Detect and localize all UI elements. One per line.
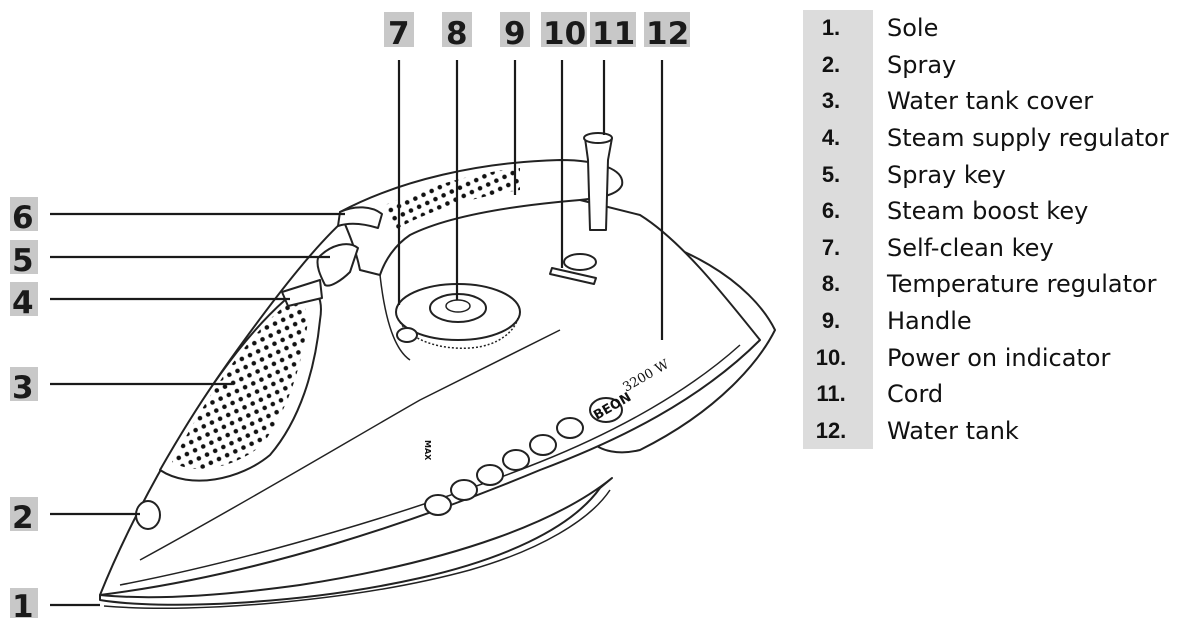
legend-number: 11.	[803, 375, 873, 413]
legend-item: 2. Spray	[803, 46, 1169, 84]
iron-illustration: BEON 3200 W MAX	[99, 132, 776, 609]
sole-plate	[99, 477, 613, 606]
control-buttons	[424, 417, 584, 516]
legend-label: Temperature regulator	[887, 270, 1157, 299]
legend-number: 8.	[803, 266, 873, 303]
legend-number: 1.	[803, 10, 873, 47]
legend-label: Water tank cover	[887, 87, 1094, 116]
callout-8: 8	[446, 16, 468, 52]
spray-key	[316, 243, 359, 287]
power-indicator	[549, 267, 597, 285]
legend-label: Water tank	[887, 416, 1019, 445]
callout-11: 11	[592, 16, 635, 52]
callout-5: 5	[12, 243, 34, 279]
legend-label: Steam supply regulator	[887, 124, 1169, 153]
callout-12: 12	[646, 16, 689, 52]
self-clean-button	[396, 327, 418, 343]
legend-number: 6.	[803, 192, 873, 230]
legend-number: 9.	[803, 302, 873, 340]
legend-item: 12. Water tank	[803, 412, 1169, 450]
left-callouts: 6 5 4 3 2 1	[10, 197, 345, 618]
callout-9: 9	[504, 16, 526, 52]
callout-7: 7	[388, 16, 410, 52]
legend-number: 4.	[803, 119, 873, 157]
callout-10: 10	[543, 16, 586, 52]
brand-logo	[589, 397, 623, 423]
legend-item: 7. Self-clean key	[803, 229, 1169, 267]
legend-number: 2.	[803, 46, 873, 84]
steam-boost-key	[337, 206, 383, 229]
callout-6: 6	[12, 200, 34, 236]
max-mark: MAX	[423, 440, 432, 461]
legend-label: Spray	[887, 50, 957, 79]
legend-number: 12.	[803, 412, 873, 450]
legend-number: 7.	[803, 229, 873, 267]
legend-item: 4. Steam supply regulator	[803, 119, 1169, 157]
legend-item: 10. Power on indicator	[803, 339, 1169, 376]
legend-item: 5. Spray key	[803, 156, 1169, 193]
legend-item: 9. Handle	[803, 302, 1169, 340]
callout-4: 4	[12, 285, 34, 321]
legend-label: Cord	[887, 380, 944, 409]
legend-label: Steam boost key	[887, 197, 1089, 226]
legend-number: 10.	[803, 339, 873, 376]
legend-item: 8. Temperature regulator	[803, 266, 1169, 303]
legend-label: Self-clean key	[887, 233, 1054, 262]
legend-label: Handle	[887, 307, 972, 336]
legend-label: Spray key	[887, 160, 1006, 189]
callout-1: 1	[12, 589, 34, 618]
legend-label: Power on indicator	[887, 343, 1111, 372]
steam-regulator	[281, 279, 323, 307]
callout-2: 2	[12, 500, 34, 536]
legend-item: 3. Water tank cover	[803, 83, 1169, 120]
handle	[339, 159, 624, 276]
legend-label: Sole	[887, 14, 939, 43]
legend-item: 1. Sole	[803, 10, 1169, 47]
legend-number: 3.	[803, 83, 873, 120]
legend-item: 11. Cord	[803, 375, 1169, 413]
legend: 1. Sole 2. Spray 3. Water tank cover 4. Steam s…	[803, 10, 1169, 450]
callout-3: 3	[12, 370, 34, 406]
top-callouts: 7 8 9 10 11 12	[384, 12, 690, 340]
legend-item: 6. Steam boost key	[803, 192, 1169, 230]
legend-number: 5.	[803, 156, 873, 193]
